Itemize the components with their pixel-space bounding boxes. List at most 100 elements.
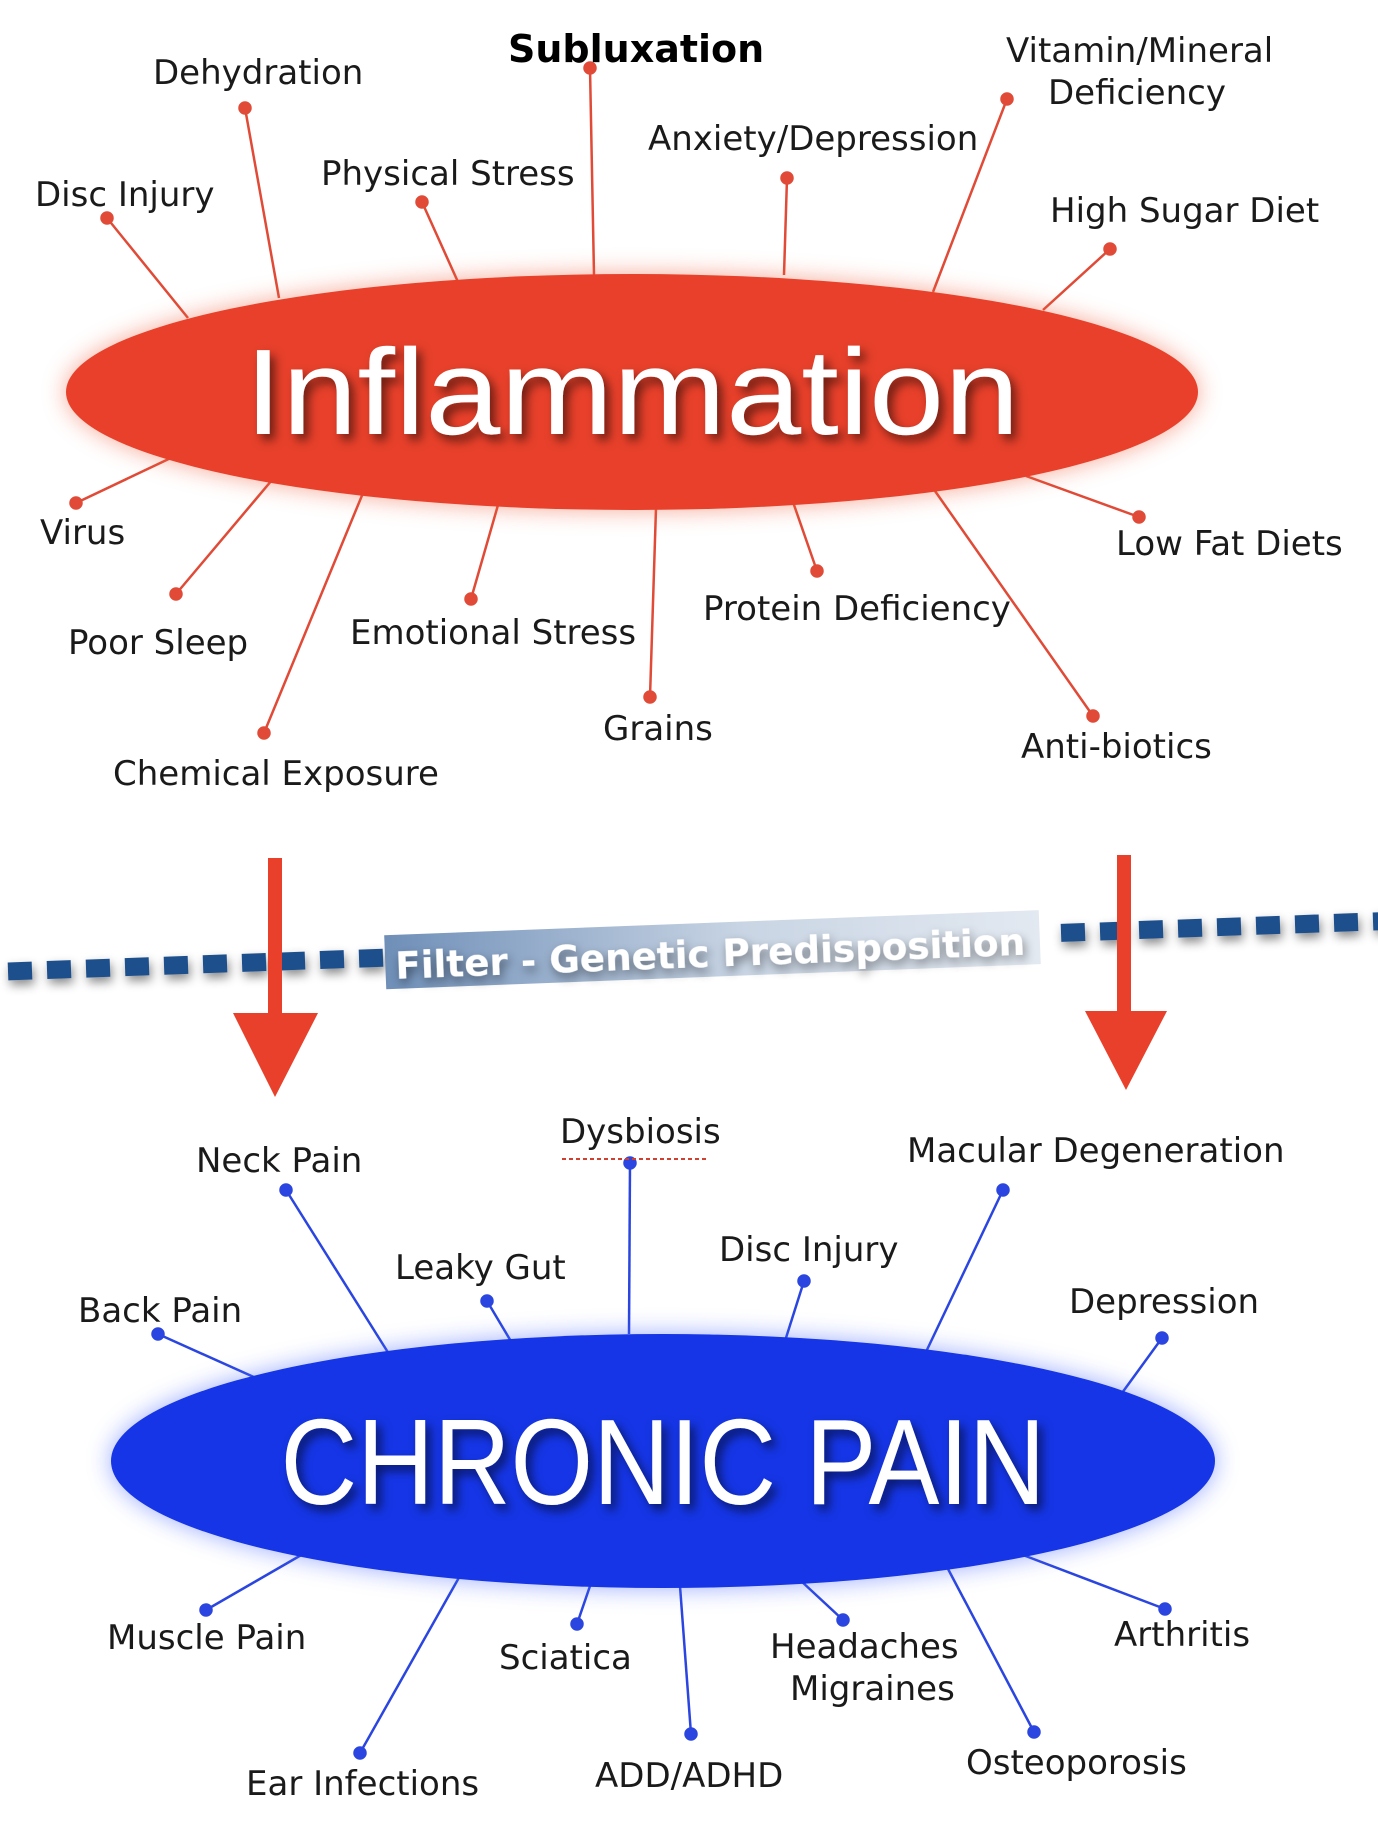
connector-line-chemical-exposure	[262, 492, 365, 734]
chronic-pain-node: CHRONIC PAIN	[111, 1334, 1215, 1588]
connector-dot-headaches	[836, 1613, 850, 1627]
cause-label-dehydration: Dehydration	[153, 53, 363, 93]
condition-label-leaky-gut: Leaky Gut	[395, 1248, 566, 1288]
connector-line-depression	[1120, 1337, 1164, 1394]
cause-label-disc-injury: Disc Injury	[35, 175, 215, 215]
connector-dot-vitamin-mineral	[1000, 92, 1014, 106]
condition-label-back-pain: Back Pain	[78, 1291, 242, 1331]
cause-label-vitamin-deficiency: Deficiency	[1048, 73, 1226, 113]
connector-line-anxiety-depression	[782, 177, 789, 276]
connector-line-emotional-stress	[469, 504, 500, 600]
connector-dot-emotional-stress	[464, 592, 478, 606]
connector-dot-disc-injury	[100, 211, 114, 225]
connector-line-subluxation	[588, 67, 596, 276]
connector-dot-subluxation	[583, 61, 597, 75]
chronic-pain-condition-labels: Neck Pain Dysbiosis Macular Degeneration…	[78, 1112, 1285, 1804]
inflammation-cause-labels: Subluxation Dehydration Disc Injury Phys…	[35, 27, 1343, 794]
filter-dash	[202, 954, 228, 974]
inflammation-title: Inflammation	[245, 324, 1020, 460]
connector-dot-arthritis	[1158, 1602, 1172, 1616]
filter-dash	[1177, 918, 1203, 938]
filter-dash	[1333, 913, 1359, 932]
connector-line-virus	[75, 454, 176, 505]
left-arrow-head	[233, 1013, 318, 1097]
condition-label-muscle-pain: Muscle Pain	[107, 1618, 306, 1658]
cause-label-grains: Grains	[603, 709, 713, 749]
connector-dot-dehydration	[238, 101, 252, 115]
connector-dot-macular-degeneration	[996, 1183, 1010, 1197]
cause-label-virus: Virus	[40, 513, 125, 553]
filter-dash	[163, 955, 189, 975]
connector-line-neck-pain	[284, 1189, 391, 1355]
inflammation-connectors	[69, 61, 1146, 740]
cause-label-low-fat-diets: Low Fat Diets	[1116, 524, 1343, 564]
connector-dot-osteoporosis	[1027, 1725, 1041, 1739]
connector-dot-depression	[1155, 1331, 1169, 1345]
left-arrow-shaft	[268, 858, 282, 1018]
genetic-filter-band: Filter - Genetic Predisposition	[7, 910, 1378, 990]
filter-dashed-line	[7, 911, 1378, 981]
chronic-pain-title: CHRONIC PAIN	[281, 1394, 1046, 1530]
cause-label-subluxation: Subluxation	[508, 27, 764, 71]
filter-dash	[280, 951, 306, 971]
condition-label-dysbiosis: Dysbiosis	[560, 1112, 721, 1152]
connector-dot-disc-injury	[797, 1274, 811, 1288]
connector-line-muscle-pain	[205, 1552, 304, 1612]
filter-label-background	[384, 910, 1041, 990]
filter-dash	[1255, 915, 1281, 935]
inflammation-ellipse	[66, 274, 1198, 510]
connector-line-disc-injury	[783, 1280, 806, 1342]
connector-dot-muscle-pain	[199, 1603, 213, 1617]
filter-dash	[358, 948, 384, 968]
condition-label-ear-infections: Ear Infections	[246, 1764, 479, 1804]
condition-label-neck-pain: Neck Pain	[196, 1141, 362, 1181]
filter-dash	[1294, 914, 1320, 934]
right-arrow-head	[1085, 1011, 1167, 1090]
connector-dot-add-adhd	[684, 1727, 698, 1741]
connector-dot-sciatica	[570, 1617, 584, 1631]
connector-line-disc-injury	[106, 217, 189, 319]
condition-label-osteoporosis: Osteoporosis	[966, 1743, 1187, 1783]
filter-dash	[1060, 923, 1086, 942]
connector-dot-poor-sleep	[169, 587, 183, 601]
connector-dot-ear-infections	[353, 1746, 367, 1760]
connector-dot-protein-deficiency	[810, 564, 824, 578]
connector-line-poor-sleep	[175, 479, 273, 595]
connector-line-headaches	[799, 1579, 844, 1621]
condition-label-headaches: Headaches	[770, 1627, 959, 1667]
condition-label-disc-injury: Disc Injury	[719, 1230, 899, 1270]
connector-line-macular-degeneration	[923, 1189, 1005, 1355]
connector-line-osteoporosis	[945, 1566, 1036, 1733]
right-arrow-shaft	[1117, 855, 1131, 1015]
chronic-pain-ellipse	[111, 1334, 1215, 1588]
cause-label-physical-stress: Physical Stress	[321, 154, 575, 194]
connector-dot-grains	[643, 690, 657, 704]
connector-line-protein-deficiency	[791, 501, 819, 572]
filter-dash	[46, 960, 72, 980]
cause-label-protein-deficiency: Protein Deficiency	[703, 589, 1011, 629]
inflammation-node: Inflammation	[66, 274, 1198, 510]
connector-line-dysbiosis	[627, 1162, 632, 1335]
connector-dot-physical-stress	[415, 195, 429, 209]
filter-dash	[7, 961, 33, 981]
connector-dot-leaky-gut	[480, 1294, 494, 1308]
connector-dot-chemical-exposure	[257, 726, 271, 740]
filter-dash	[1138, 920, 1164, 940]
connector-line-ear-infections	[358, 1573, 463, 1754]
filter-dash	[85, 958, 111, 978]
connector-dot-dysbiosis	[623, 1156, 637, 1170]
chronic-pain-connectors	[151, 1156, 1172, 1760]
cause-label-anxiety-depression: Anxiety/Depression	[648, 119, 978, 159]
connector-line-leaky-gut	[485, 1300, 514, 1344]
connector-line-anti-biotics	[933, 490, 1095, 717]
connector-line-physical-stress	[420, 201, 460, 283]
connector-dot-anxiety-depression	[780, 171, 794, 185]
filter-dash	[1372, 911, 1378, 931]
condition-label-sciatica: Sciatica	[499, 1638, 632, 1678]
condition-label-add-adhd: ADD/ADHD	[595, 1756, 783, 1796]
connector-dot-low-fat-diets	[1132, 510, 1146, 524]
connector-line-low-fat-diets	[1025, 474, 1140, 519]
condition-label-migraines: Migraines	[790, 1669, 955, 1709]
connector-dot-high-sugar-diet	[1103, 242, 1117, 256]
